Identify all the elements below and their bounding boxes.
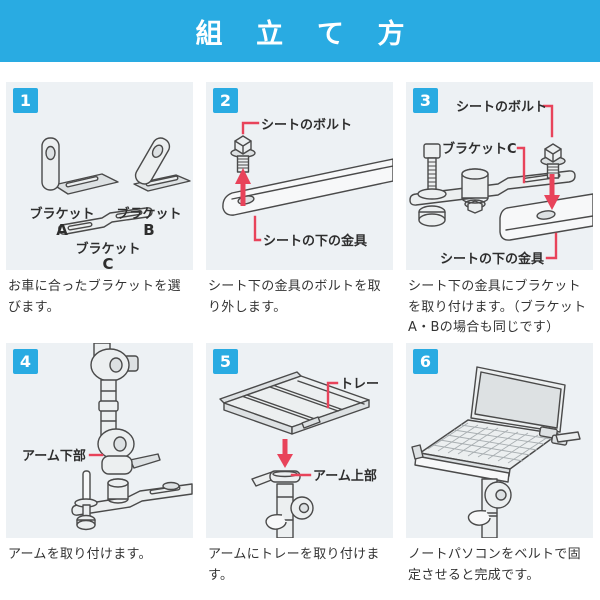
bracket-b-label: ブラケット bbox=[116, 206, 181, 222]
tray-drawing bbox=[219, 371, 370, 435]
step-5-number-badge: 5 bbox=[213, 349, 238, 374]
step-5: 5 bbox=[206, 343, 393, 586]
seat-fitting-label: シートの下の金具 bbox=[440, 251, 544, 267]
seat-fitting-label: シートの下の金具 bbox=[263, 233, 367, 249]
down-arrow bbox=[277, 439, 293, 468]
step-6-panel: 6 bbox=[406, 343, 593, 538]
bracket-a-drawing bbox=[41, 137, 119, 195]
step-2-panel: 2 bbox=[206, 82, 393, 270]
step-4-illustration: アーム下部 bbox=[22, 343, 193, 531]
step-2-number-badge: 2 bbox=[213, 88, 238, 113]
bracket-c-label: ブラケット bbox=[75, 241, 140, 257]
bracket-c-drawing bbox=[58, 207, 153, 235]
bolt-callout-line bbox=[241, 121, 260, 135]
bracket-a-label: ブラケット bbox=[29, 206, 94, 222]
down-arrow bbox=[544, 174, 560, 210]
step-2-illustration: シートのボルト シートの下の金具 bbox=[222, 117, 393, 249]
step-2-caption: シート下の金具のボルトを取り外します。 bbox=[208, 279, 381, 315]
step-4-panel: 4 bbox=[6, 343, 193, 538]
stand-pole-drawing bbox=[467, 478, 512, 538]
page-title: 組 立 て 方 bbox=[195, 18, 417, 50]
seat-rail-drawing bbox=[222, 158, 393, 216]
step-3-caption: シート下の金具にブラケットを取り付けます。（ブラケットA・Bの場合も同じです） bbox=[408, 279, 587, 336]
bracket-c-label: ブラケットC bbox=[442, 141, 517, 157]
arm-top-drawing bbox=[251, 470, 314, 538]
step-3-number-badge: 3 bbox=[413, 88, 438, 113]
header-banner: 組 立 て 方 bbox=[0, 0, 600, 62]
bracket-c-letter: C bbox=[102, 255, 113, 270]
step-1-illustration: ブラケット A ブラケット B ブラケット C bbox=[29, 137, 191, 270]
step-1-panel: 1 bbox=[6, 82, 193, 270]
seat-bolt-label: シートのボルト bbox=[456, 99, 547, 115]
step-1-number-badge: 1 bbox=[13, 88, 38, 113]
bracket-assembly-drawing bbox=[71, 470, 193, 531]
step-4-caption: アームを取り付けます。 bbox=[8, 547, 152, 562]
laptop-drawing bbox=[418, 366, 566, 477]
step-6-number-badge: 6 bbox=[413, 349, 438, 374]
step-4: 4 bbox=[6, 343, 193, 586]
step-3-panel: 3 bbox=[406, 82, 593, 270]
bolt-callout-line bbox=[542, 104, 554, 138]
bracket-b-drawing bbox=[133, 137, 191, 192]
seat-rail-drawing bbox=[499, 193, 593, 241]
tray-label: トレー bbox=[340, 377, 379, 392]
arm-drawing bbox=[90, 343, 161, 475]
seat-bolt-drawing bbox=[230, 135, 256, 173]
bracket-c-callout-line bbox=[516, 146, 526, 184]
step-5-illustration: トレー アーム上部 bbox=[219, 371, 379, 538]
step-1-caption: お車に合ったブラケットを選びます。 bbox=[8, 279, 181, 315]
bracket-a-letter: A bbox=[56, 221, 68, 239]
step-6: 6 bbox=[406, 343, 593, 586]
bracket-b-letter: B bbox=[143, 221, 154, 239]
steps-grid: 1 bbox=[6, 82, 593, 586]
fitting-callout-line bbox=[545, 232, 558, 260]
step-4-number-badge: 4 bbox=[13, 349, 38, 374]
arm-upper-label: アーム上部 bbox=[313, 468, 377, 484]
tray-under-laptop-drawing bbox=[411, 426, 581, 483]
step-1: 1 bbox=[6, 82, 193, 343]
step-3-illustration: シートのボルト ブラケットC シートの下の金具 bbox=[409, 99, 593, 267]
step-3: 3 bbox=[406, 82, 593, 343]
step-5-caption: アームにトレーを取り付けます。 bbox=[208, 547, 380, 583]
up-arrow bbox=[235, 168, 251, 206]
step-6-caption: ノートパソコンをベルトで固定させると完成です。 bbox=[408, 547, 581, 583]
fitting-callout-line bbox=[253, 215, 262, 242]
arm-lower-label: アーム下部 bbox=[22, 448, 86, 464]
step-6-illustration bbox=[411, 366, 581, 538]
step-5-panel: 5 bbox=[206, 343, 393, 538]
bracket-c-on-rail-drawing bbox=[409, 143, 576, 227]
tray-callout-line bbox=[326, 381, 339, 409]
seat-bolt-label: シートのボルト bbox=[261, 117, 352, 133]
step-2: 2 bbox=[206, 82, 393, 343]
seat-bolt-drawing bbox=[540, 143, 566, 179]
